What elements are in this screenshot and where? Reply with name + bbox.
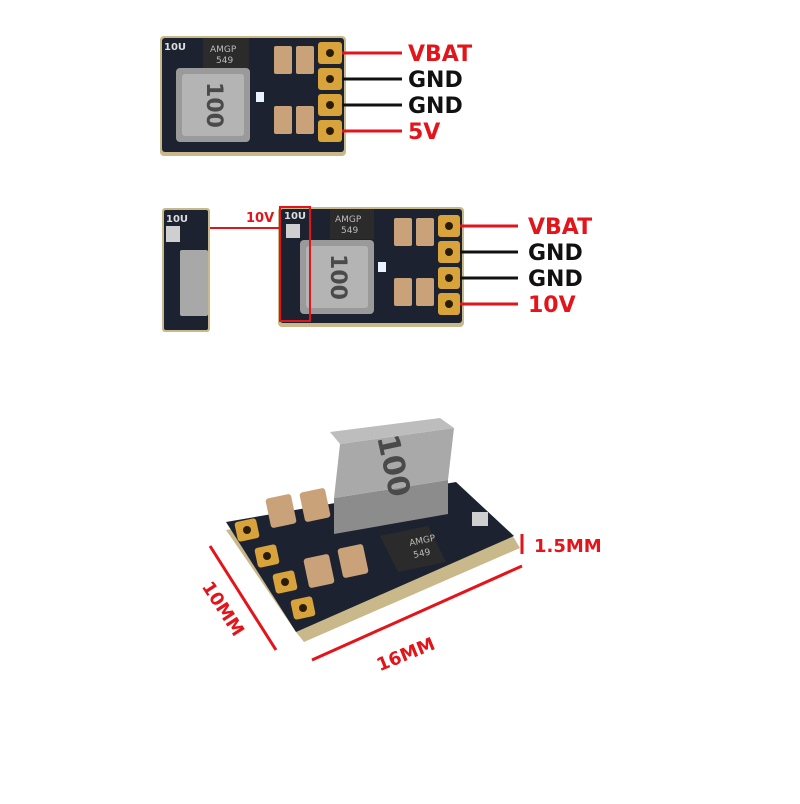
pad-hole (445, 300, 453, 308)
ic-marking-1: AMGP (210, 45, 237, 55)
jumper-pad (472, 512, 488, 526)
inductor-marking: 100 (201, 82, 226, 128)
middle-board: 10U AMGP 549 100 10V VBAT (210, 206, 592, 327)
pad-hole (326, 49, 334, 57)
pin-label-vbat: VBAT (528, 215, 592, 240)
silk-label: 10U (164, 42, 186, 53)
capacitor (274, 46, 292, 74)
dimension-length: 16MM (374, 634, 438, 676)
capacitor (296, 106, 314, 134)
pad-hole (445, 248, 453, 256)
ic-marking-2: 549 (413, 548, 432, 561)
capacitor (416, 278, 434, 306)
capacitor (296, 46, 314, 74)
capacitor (394, 278, 412, 306)
dimension-thickness: 1.5MM (534, 536, 602, 557)
ic-marking-1: AMGP (335, 215, 362, 225)
capacitor (274, 106, 292, 134)
pin-label-5v: 5V (408, 120, 440, 145)
silk-label: 10U (284, 211, 306, 222)
pad-hole (299, 604, 307, 612)
pad-hole (263, 552, 271, 560)
led (378, 262, 386, 272)
pad-hole (326, 127, 334, 135)
pad-hole (445, 222, 453, 230)
inductor-top (182, 74, 244, 136)
pin-label-gnd: GND (408, 68, 463, 93)
pad-hole (326, 101, 334, 109)
ic-chip (203, 38, 249, 68)
jumper-label: 10V (246, 211, 274, 226)
pin-label-gnd: GND (528, 267, 583, 292)
pin-label-gnd: GND (408, 94, 463, 119)
pad-hole (243, 526, 251, 534)
bottom-board: AMGP 549 100 (226, 418, 520, 642)
inductor-marking: 100 (325, 254, 350, 300)
pad-hole (445, 274, 453, 282)
pin-label-10v: 10V (528, 293, 576, 318)
ic-chip (380, 526, 446, 572)
pad-hole (326, 75, 334, 83)
dimension-width: 10MM (197, 578, 248, 640)
middle-side-view: 10U (162, 208, 210, 332)
pin-label-gnd: GND (528, 241, 583, 266)
inductor (334, 428, 454, 498)
ic-marking-2: 549 (216, 56, 233, 66)
dimension-line-length (311, 564, 523, 662)
capacitor (303, 554, 335, 588)
silk-label: 10U (166, 214, 188, 225)
pad-hole (281, 578, 289, 586)
jumper-pad (166, 226, 180, 242)
dimension-line-width (208, 545, 278, 651)
inductor-side (180, 250, 208, 316)
ic-marking-2: 549 (341, 226, 358, 236)
pcb-body (226, 482, 514, 632)
led (256, 92, 264, 102)
inductor-top (330, 418, 454, 444)
top-board: 10U AMGP 549 100 VBAT GND GND 5V (160, 36, 472, 156)
inductor-top (306, 246, 368, 308)
capacitor (299, 488, 331, 522)
ic-chip (330, 209, 374, 239)
capacitor (337, 544, 369, 578)
solder-pads (234, 518, 316, 620)
capacitor (394, 218, 412, 246)
jumper-highlight-box (279, 206, 311, 322)
jumper-pad (286, 224, 300, 238)
capacitor (265, 494, 297, 528)
pin-label-vbat: VBAT (408, 42, 472, 67)
capacitor (416, 218, 434, 246)
